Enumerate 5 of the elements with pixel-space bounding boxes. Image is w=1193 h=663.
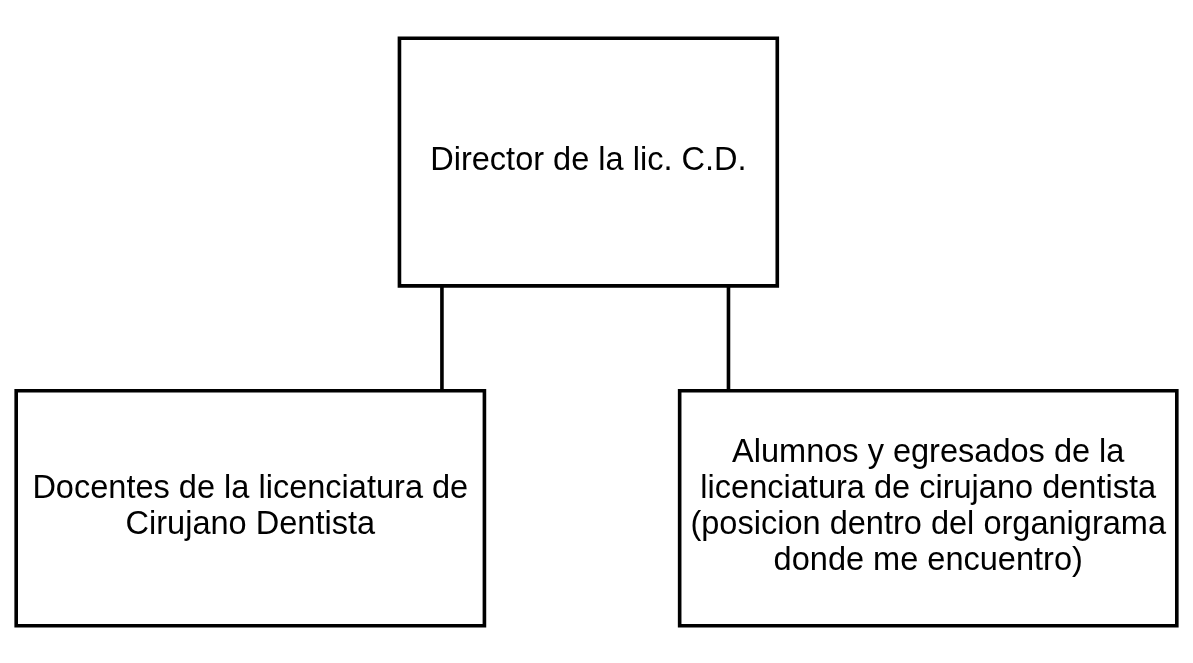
connector [440, 285, 444, 390]
node-box: Alumnos y egresados de la licenciatura de cirujano dentista (posicion dentro del organigrama donde me encuentro) [677, 388, 1179, 628]
node-box: Director de la lic. C.D. [397, 35, 780, 288]
connector [726, 285, 731, 390]
node-box: Docentes de la licenciatura de Cirujano Dentista [14, 388, 487, 628]
